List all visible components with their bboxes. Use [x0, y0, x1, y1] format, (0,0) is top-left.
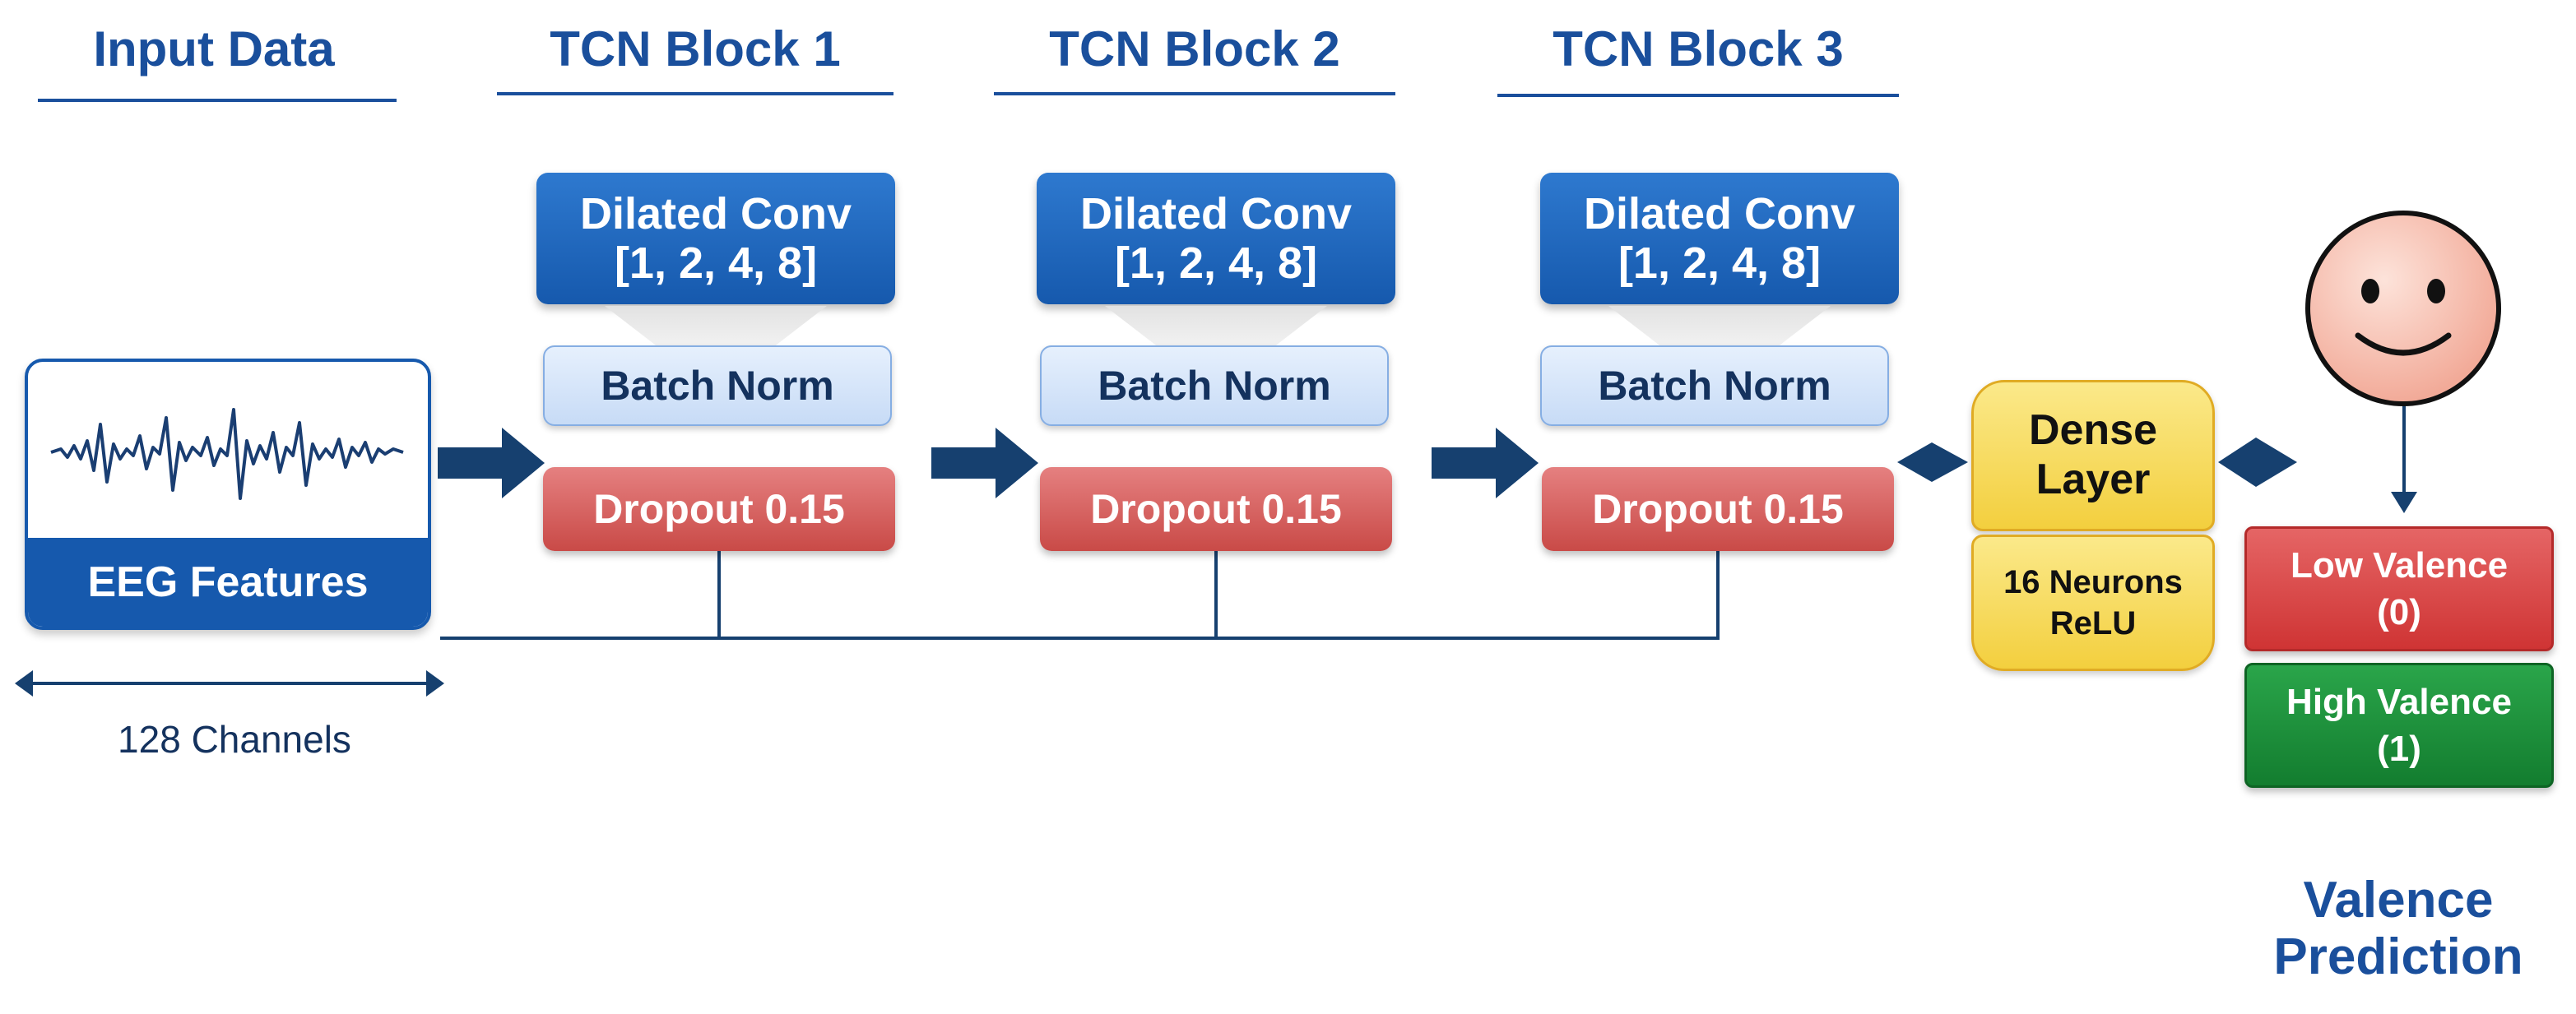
header-tcn-block-2: TCN Block 2 — [1049, 21, 1340, 76]
block1-batch-norm: Batch Norm — [543, 345, 892, 426]
low-valence-class: (0) — [2377, 592, 2421, 632]
dense-title-line2: Layer — [2035, 456, 2151, 503]
high-valence-class: (1) — [2377, 729, 2421, 769]
skip-connection-lines — [440, 549, 1720, 640]
block2-conv-title: Dilated Conv — [1079, 188, 1353, 238]
block1-conv-title: Dilated Conv — [579, 188, 852, 238]
arrow-block1-to-block2 — [931, 428, 1038, 498]
valence-prediction-line1: Valence — [2303, 872, 2494, 928]
eeg-features-card: EEG Features — [25, 359, 431, 630]
header-input-data: Input Data — [93, 21, 335, 76]
valence-prediction-line2: Prediction — [2273, 928, 2523, 986]
block3-conv-dilations: [1, 2, 4, 8] — [1618, 238, 1822, 288]
block3-dilated-conv: Dilated Conv [1, 2, 4, 8] — [1540, 173, 1899, 304]
block1-dropout: Dropout 0.15 — [543, 467, 895, 551]
block3-batch-norm: Batch Norm — [1540, 345, 1889, 426]
low-valence-label: Low Valence — [2290, 544, 2509, 586]
dense-activation: ReLU — [2049, 605, 2137, 641]
output-high-valence: High Valence (1) — [2244, 663, 2554, 788]
dense-title-line1: Dense — [2028, 406, 2158, 455]
block1-dilated-conv: Dilated Conv [1, 2, 4, 8] — [536, 173, 895, 304]
connector-block3-to-dense — [1897, 442, 1968, 482]
header-tcn-block-3: TCN Block 3 — [1553, 21, 1844, 76]
header-input-underline — [38, 99, 397, 102]
header-block2-underline — [994, 92, 1395, 95]
header-tcn-block-1: TCN Block 1 — [550, 21, 841, 76]
dense-layer-header: Dense Layer — [1971, 380, 2215, 531]
channels-span-arrow — [15, 670, 444, 697]
block2-batch-norm: Batch Norm — [1040, 345, 1389, 426]
block2-dilated-conv: Dilated Conv [1, 2, 4, 8] — [1037, 173, 1395, 304]
high-valence-label: High Valence — [2286, 681, 2512, 722]
header-block1-underline — [497, 92, 893, 95]
arrow-block2-to-block3 — [1432, 428, 1539, 498]
output-low-valence: Low Valence (0) — [2244, 526, 2554, 651]
valence-prediction-title: Valence Prediction — [2238, 872, 2559, 986]
dense-layer-details: 16 Neurons ReLU — [1971, 535, 2215, 671]
block1-conv-dilations: [1, 2, 4, 8] — [614, 238, 818, 288]
dense-neurons: 16 Neurons — [2003, 564, 2183, 600]
block3-dropout: Dropout 0.15 — [1542, 467, 1894, 551]
eeg-features-label: EEG Features — [28, 538, 428, 627]
header-block3-underline — [1497, 94, 1899, 97]
eeg-waveform-icon — [50, 408, 404, 500]
arrow-input-to-block1 — [438, 428, 545, 498]
connector-dense-to-output — [2218, 438, 2297, 487]
arrow-face-to-output — [2391, 403, 2417, 513]
block2-conv-dilations: [1, 2, 4, 8] — [1114, 238, 1318, 288]
block3-conv-title: Dilated Conv — [1583, 188, 1856, 238]
smiley-face-icon — [2305, 211, 2501, 406]
channels-label: 128 Channels — [118, 718, 351, 761]
block2-dropout: Dropout 0.15 — [1040, 467, 1392, 551]
